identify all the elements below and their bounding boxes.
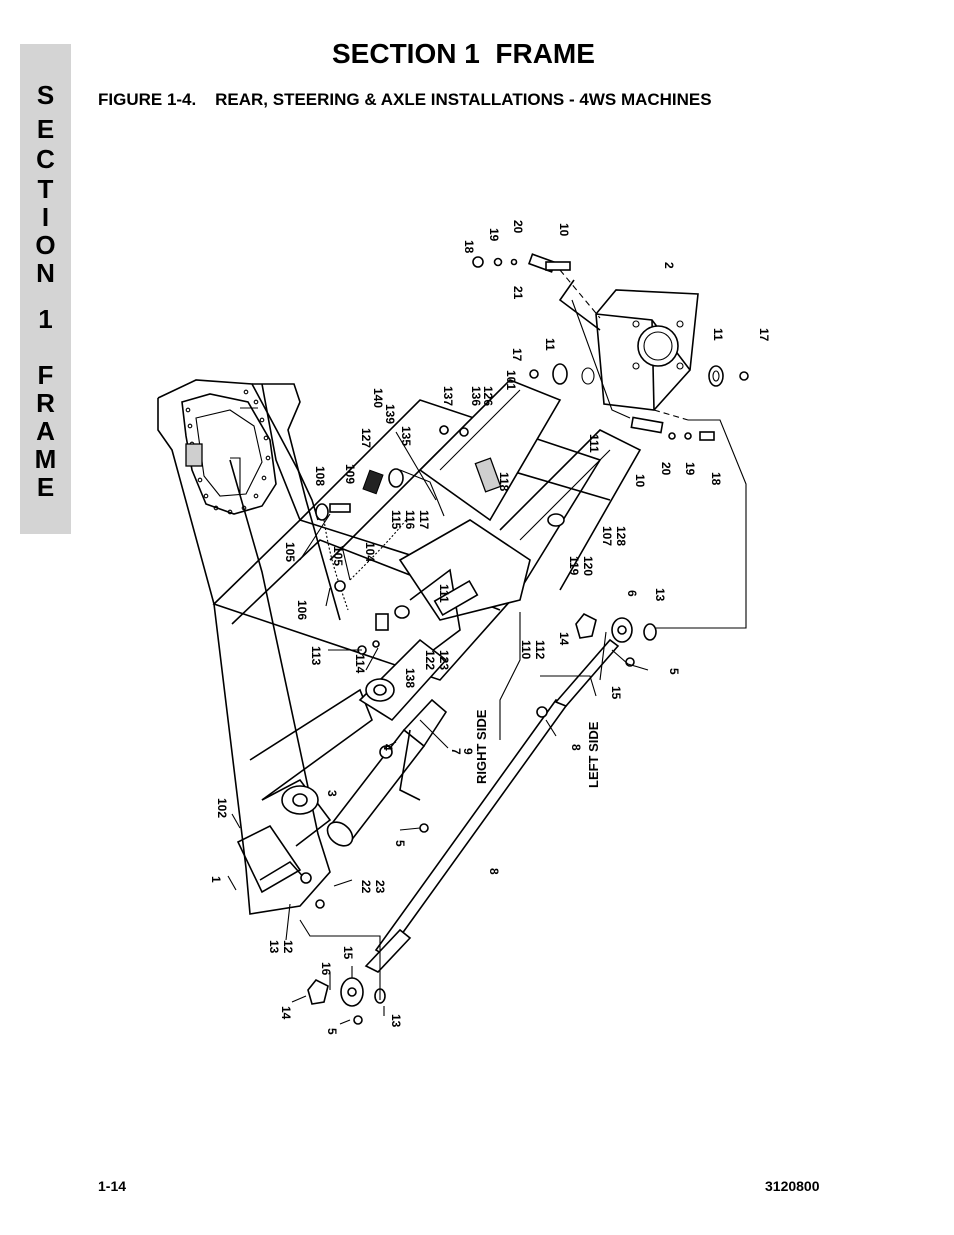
side-tab-letter: S bbox=[36, 80, 55, 110]
callout-label: 115 bbox=[389, 510, 403, 530]
callout-label: 12 bbox=[281, 940, 295, 954]
callout-label: 19 bbox=[487, 228, 501, 242]
callout-label: 128 bbox=[614, 526, 628, 546]
callout-label: 5 bbox=[667, 668, 681, 675]
callout-label: 107 bbox=[600, 526, 614, 546]
callout-label: 140 bbox=[371, 388, 385, 408]
side-tab-letter: C bbox=[36, 144, 55, 174]
callout-label: 137 bbox=[441, 386, 455, 406]
callout-label: 123 bbox=[437, 650, 451, 670]
section-side-tab: S E C T I O N 1 F R A M E bbox=[20, 44, 71, 534]
side-tab-letter: A bbox=[36, 416, 55, 446]
right-side-label: RIGHT SIDE bbox=[474, 709, 489, 784]
callout-label: 14 bbox=[279, 1006, 293, 1020]
callout-label: 13 bbox=[653, 588, 667, 602]
callout-label: 109 bbox=[343, 464, 357, 484]
callout-label: 4 bbox=[381, 744, 395, 751]
callout-label: 17 bbox=[757, 328, 771, 342]
callout-labels: 18 19 20 10 21 2 11 17 17 11 101 126 136… bbox=[209, 220, 771, 1035]
callout-label: 17 bbox=[510, 348, 524, 362]
callout-label: 1 bbox=[209, 876, 223, 883]
side-tab-letter: R bbox=[36, 388, 55, 418]
callout-label: 11 bbox=[711, 328, 725, 341]
callout-label: 111 bbox=[437, 584, 451, 603]
side-tab-letter: F bbox=[37, 360, 54, 390]
callout-label: 10 bbox=[557, 223, 571, 237]
callout-label: 6 bbox=[625, 590, 639, 597]
callout-label: 110 bbox=[519, 640, 533, 660]
callout-label: 11 bbox=[543, 338, 557, 351]
callout-label: 122 bbox=[423, 650, 437, 670]
callout-label: 104 bbox=[363, 542, 377, 562]
callout-label: 113 bbox=[309, 646, 323, 666]
callout-label: 9 bbox=[461, 748, 475, 755]
callout-label: 114 bbox=[353, 654, 367, 674]
callout-label: 14 bbox=[557, 632, 571, 646]
page-title: SECTION 1 FRAME bbox=[332, 38, 595, 69]
callout-label: 119 bbox=[567, 556, 581, 576]
leader-lines bbox=[227, 299, 747, 1025]
callout-label: 101 bbox=[504, 370, 518, 390]
small-hardware bbox=[315, 425, 479, 655]
callout-label: 138 bbox=[403, 668, 417, 688]
callout-label: 7 bbox=[449, 748, 463, 755]
callout-label: 112 bbox=[533, 640, 547, 660]
document-number: 3120800 bbox=[765, 1178, 820, 1194]
callout-label: 127 bbox=[359, 428, 373, 448]
side-tab-letter: E bbox=[36, 114, 55, 144]
side-tab-letter: I bbox=[41, 202, 50, 232]
frame-bracket bbox=[185, 443, 203, 467]
callout-label: 111 bbox=[587, 434, 601, 453]
callout-label: 15 bbox=[341, 946, 355, 960]
callout-label: 118 bbox=[497, 472, 511, 492]
callout-label: 117 bbox=[417, 510, 431, 530]
callout-label: 20 bbox=[659, 462, 673, 476]
callout-label: 5 bbox=[325, 1028, 339, 1035]
callout-label: 19 bbox=[683, 462, 697, 476]
callout-label: 23 bbox=[373, 880, 387, 894]
callout-label: 2 bbox=[662, 262, 676, 269]
callout-label: 13 bbox=[267, 940, 281, 954]
callout-label: 136 bbox=[469, 386, 483, 406]
callout-label: 8 bbox=[569, 744, 583, 751]
callout-label: 139 bbox=[383, 404, 397, 424]
left-side-label: LEFT SIDE bbox=[586, 721, 601, 788]
callout-label: 18 bbox=[462, 240, 476, 254]
callout-label: 106 bbox=[295, 600, 309, 620]
steering-housing bbox=[472, 253, 749, 441]
callout-label: 120 bbox=[581, 556, 595, 576]
side-tab-letter: O bbox=[35, 230, 56, 260]
side-tab-letter: E bbox=[36, 472, 55, 502]
callout-label: 108 bbox=[313, 466, 327, 486]
callout-label: 18 bbox=[709, 472, 723, 486]
callout-label: 105 bbox=[283, 542, 297, 562]
callout-label: 116 bbox=[403, 510, 417, 530]
side-tab-letter: N bbox=[36, 258, 55, 288]
callout-label: 102 bbox=[215, 798, 229, 818]
callout-label: 5 bbox=[393, 840, 407, 847]
side-tab-letter: 1 bbox=[38, 304, 53, 334]
callout-label: 8 bbox=[487, 868, 501, 875]
callout-label: 135 bbox=[399, 426, 413, 446]
axle-assembly bbox=[299, 379, 642, 847]
callout-label: 10 bbox=[633, 474, 647, 488]
callout-label: 20 bbox=[511, 220, 525, 234]
callout-label: 22 bbox=[359, 880, 373, 894]
callout-label: 105 bbox=[331, 546, 345, 566]
callout-label: 13 bbox=[389, 1014, 403, 1028]
page-number: 1-14 bbox=[98, 1178, 127, 1194]
callout-label: 15 bbox=[609, 686, 623, 700]
side-tab-letter: M bbox=[34, 444, 57, 474]
callout-label: 16 bbox=[319, 962, 333, 976]
callout-label: 21 bbox=[511, 286, 525, 300]
callout-label: 3 bbox=[325, 790, 339, 797]
side-tab-letter: T bbox=[37, 174, 54, 204]
callout-label: 126 bbox=[481, 386, 495, 406]
figure-title: FIGURE 1-4. REAR, STEERING & AXLE INSTAL… bbox=[98, 90, 712, 109]
